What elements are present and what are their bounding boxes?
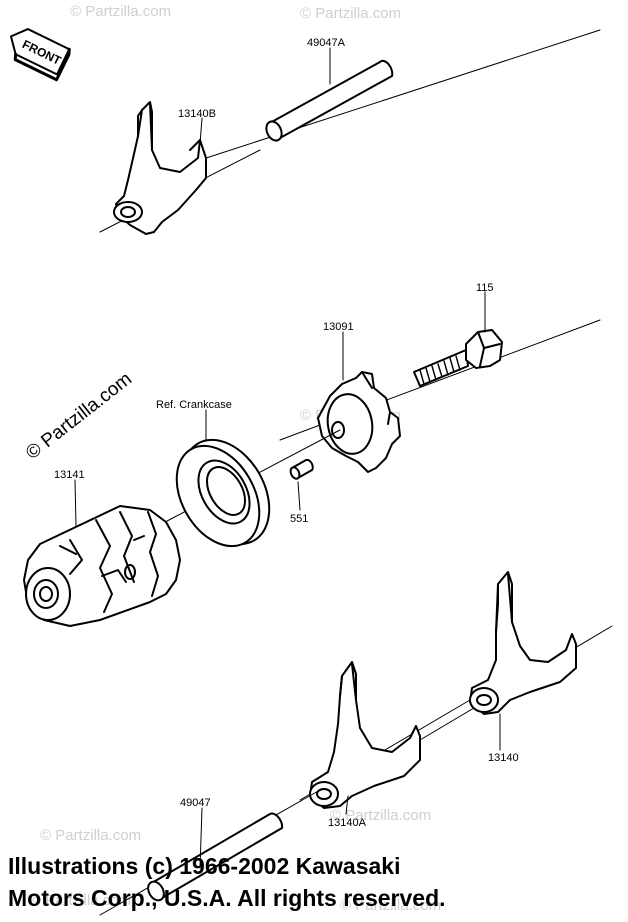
front-arrow-tag: FRONT bbox=[9, 28, 71, 82]
leader-lines bbox=[74, 47, 501, 869]
shift-fork-13140A bbox=[299, 661, 471, 809]
shaft-49047A bbox=[199, 29, 601, 161]
part-label-ref-crankcase: Ref. Crankcase bbox=[156, 399, 232, 411]
drum-positioner-13091 bbox=[317, 371, 401, 473]
bearing-ref-crankcase bbox=[149, 429, 341, 548]
copyright-line-2: Motors Corp., U.S.A. All rights reserved… bbox=[8, 885, 446, 911]
watermark-text: © Partzilla.com bbox=[340, 897, 441, 914]
part-label-13140A: 13140A bbox=[328, 817, 367, 829]
part-label-49047: 49047 bbox=[180, 797, 211, 809]
watermark-text: © Partzilla.com bbox=[40, 827, 141, 844]
shift-fork-13140 bbox=[419, 571, 613, 741]
shaft-49047 bbox=[99, 789, 321, 916]
watermark-text: © Partzilla.com bbox=[30, 892, 131, 909]
watermark-text: © Partzilla.com bbox=[330, 807, 431, 824]
part-labels: 49047A 13140B 115 13091 Ref. Crankcase 1… bbox=[54, 37, 519, 829]
part-label-13141: 13141 bbox=[54, 469, 85, 481]
watermark-text: © Partzilla.com bbox=[70, 3, 171, 20]
part-label-13091: 13091 bbox=[323, 321, 354, 333]
copyright-line-1: Illustrations (c) 1966-2002 Kawasaki bbox=[8, 853, 401, 879]
part-label-551: 551 bbox=[290, 513, 308, 525]
part-label-13140B: 13140B bbox=[178, 108, 216, 120]
part-label-13140: 13140 bbox=[488, 752, 519, 764]
watermark-text: © Partzilla.com bbox=[22, 369, 136, 464]
pin-551 bbox=[289, 458, 314, 480]
part-label-49047A: 49047A bbox=[307, 37, 346, 49]
part-label-115: 115 bbox=[476, 282, 494, 294]
shift-drum-13141 bbox=[23, 505, 181, 627]
shift-fork-13140B bbox=[99, 101, 261, 235]
watermark-text: © Partzilla.com bbox=[300, 5, 401, 22]
bolt-115 bbox=[279, 319, 601, 441]
copyright-notice: Illustrations (c) 1966-2002 Kawasaki Mot… bbox=[8, 850, 618, 914]
